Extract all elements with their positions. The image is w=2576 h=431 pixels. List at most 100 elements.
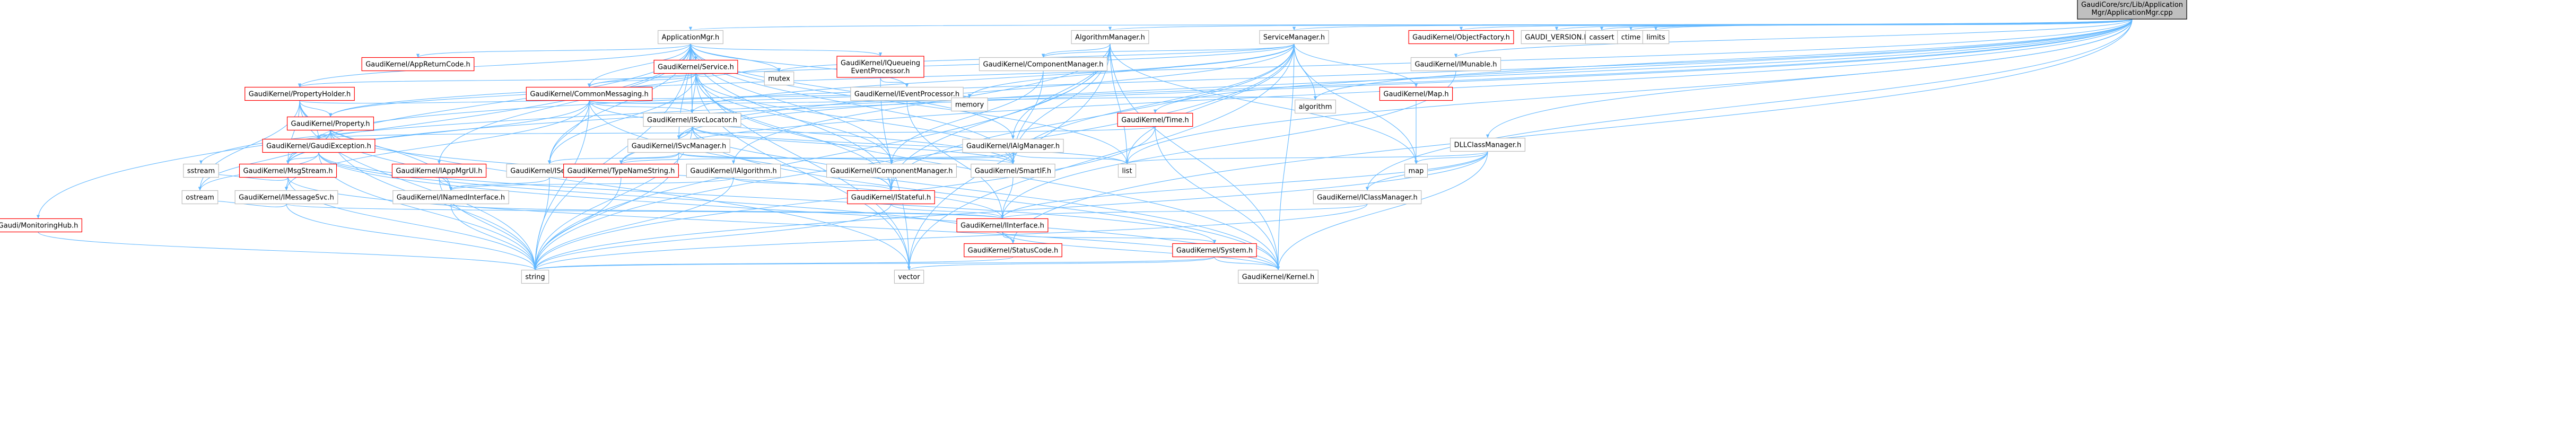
edge-isvclocator-to-kernel bbox=[692, 126, 1280, 270]
edge-dllclassmgr-to-string bbox=[534, 151, 1488, 270]
edge-svcmgr-to-map bbox=[1294, 43, 1418, 164]
edge-root-to-sstream bbox=[199, 19, 2133, 164]
node-property[interactable]: GaudiKernel/Property.h bbox=[286, 116, 374, 131]
edge-typename-to-string bbox=[533, 177, 622, 270]
node-label: map bbox=[1409, 168, 1424, 175]
edge-svcmgr-to-istateful bbox=[889, 43, 1295, 191]
node-iinterface[interactable]: GaudiKernel/IInterface.h bbox=[956, 218, 1049, 233]
edge-service-to-iservice bbox=[547, 73, 696, 164]
edge-ialgorithm-to-istateful bbox=[733, 177, 893, 191]
node-label: Mgr/ApplicationMgr.cpp bbox=[2091, 9, 2172, 17]
edge-monitoring-to-string bbox=[38, 232, 537, 270]
node-appmgr[interactable]: ApplicationMgr.h bbox=[658, 30, 723, 45]
node-label: GaudiKernel/ISvcLocator.h bbox=[647, 117, 737, 125]
node-monitoring[interactable]: Gaudi/MonitoringHub.h bbox=[0, 218, 82, 233]
node-label: DLLClassManager.h bbox=[1454, 142, 1522, 149]
node-commonmsg[interactable]: GaudiKernel/CommonMessaging.h bbox=[526, 86, 653, 101]
edge-dllclassmgr-to-iinterface bbox=[1001, 151, 1488, 219]
node-isvcmanager[interactable]: GaudiKernel/ISvcManager.h bbox=[627, 138, 730, 153]
node-system[interactable]: GaudiKernel/System.h bbox=[1172, 243, 1257, 258]
edge-ialgmanager-to-list bbox=[1012, 152, 1129, 164]
node-label: cassert bbox=[1589, 34, 1614, 42]
edge-inamed-to-string bbox=[450, 204, 537, 270]
node-memory[interactable]: memory bbox=[951, 97, 988, 112]
edge-system-to-vector bbox=[907, 257, 1215, 270]
node-gaudiexc[interactable]: GaudiKernel/GaudiException.h bbox=[262, 138, 376, 153]
edge-statuscode-to-string bbox=[534, 257, 1014, 270]
node-label: GaudiKernel/IQueueing bbox=[841, 59, 920, 67]
node-cassert[interactable]: cassert bbox=[1585, 30, 1619, 45]
edge-appmgr-to-iqueueing bbox=[690, 43, 882, 57]
edge-svcmgr-to-algorithm bbox=[1294, 43, 1317, 100]
node-appreturn[interactable]: GaudiKernel/AppReturnCode.h bbox=[361, 57, 475, 72]
node-label: Gaudi/MonitoringHub.h bbox=[0, 222, 78, 230]
edge-service-to-icompmgr bbox=[695, 73, 894, 164]
node-label: GaudiKernel/Map.h bbox=[1383, 91, 1448, 99]
node-gaudiversion[interactable]: GAUDI_VERSION.h bbox=[1521, 30, 1593, 45]
node-label: AlgorithmManager.h bbox=[1075, 34, 1145, 42]
node-istateful[interactable]: GaudiKernel/IStateful.h bbox=[847, 190, 935, 205]
edge-commonmsg-to-kernel bbox=[589, 100, 1280, 270]
edge-root-to-statuscode bbox=[1011, 19, 2133, 244]
node-ostream[interactable]: ostream bbox=[181, 190, 219, 205]
node-list[interactable]: list bbox=[1117, 163, 1137, 178]
node-label: EventProcessor.h bbox=[851, 67, 910, 75]
node-limits[interactable]: limits bbox=[1642, 30, 1670, 45]
node-propholder[interactable]: GaudiKernel/PropertyHolder.h bbox=[244, 86, 355, 101]
node-ialgmanager[interactable]: GaudiKernel/IAlgManager.h bbox=[962, 138, 1064, 153]
edge-propholder-to-string bbox=[299, 100, 537, 270]
node-msgstream[interactable]: GaudiKernel/MsgStream.h bbox=[239, 163, 337, 178]
node-ctime[interactable]: ctime bbox=[1617, 30, 1645, 45]
node-iclassmgr[interactable]: GaudiKernel/IClassManager.h bbox=[1313, 190, 1422, 205]
node-label: GaudiKernel/IAlgManager.h bbox=[966, 143, 1060, 151]
edge-iinterface-to-kernel bbox=[1002, 232, 1280, 270]
edge-propholder-to-vector bbox=[299, 100, 911, 270]
node-ieventproc[interactable]: GaudiKernel/IEventProcessor.h bbox=[850, 86, 964, 101]
node-typename[interactable]: GaudiKernel/TypeNameString.h bbox=[563, 163, 679, 178]
node-algmgr[interactable]: AlgorithmManager.h bbox=[1071, 30, 1149, 45]
node-inamed[interactable]: GaudiKernel/INamedInterface.h bbox=[392, 190, 509, 205]
node-ialgorithm[interactable]: GaudiKernel/IAlgorithm.h bbox=[686, 163, 781, 178]
node-smartif[interactable]: GaudiKernel/SmartIF.h bbox=[971, 163, 1055, 178]
node-kernel[interactable]: GaudiKernel/Kernel.h bbox=[1238, 269, 1318, 284]
node-label: GaudiKernel/StatusCode.h bbox=[968, 247, 1058, 255]
node-statuscode[interactable]: GaudiKernel/StatusCode.h bbox=[964, 243, 1062, 258]
edge-service-to-propholder bbox=[298, 73, 696, 87]
edge-algmgr-to-map bbox=[1110, 43, 1418, 164]
edge-service-to-property bbox=[329, 73, 696, 117]
node-algorithm[interactable]: algorithm bbox=[1295, 99, 1336, 114]
node-objfactory[interactable]: GaudiKernel/ObjectFactory.h bbox=[1408, 30, 1514, 45]
node-string[interactable]: string bbox=[521, 269, 549, 284]
edge-messagesvc-to-string bbox=[286, 204, 537, 270]
node-icompmgr[interactable]: GaudiKernel/IComponentManager.h bbox=[826, 163, 957, 178]
edge-compmgr-to-icompmgr bbox=[889, 71, 1044, 164]
edge-iservice-to-string bbox=[533, 177, 550, 270]
node-service[interactable]: GaudiKernel/Service.h bbox=[653, 59, 738, 74]
node-compmgr[interactable]: GaudiKernel/ComponentManager.h bbox=[979, 57, 1108, 72]
edge-appmgr-to-appreturn bbox=[416, 43, 691, 58]
node-map[interactable]: map bbox=[1404, 163, 1428, 178]
edge-appmgr-to-string bbox=[533, 43, 691, 270]
node-label: GaudiKernel/IEventProcessor.h bbox=[854, 91, 959, 99]
node-dllclassmgr[interactable]: DLLClassManager.h bbox=[1449, 137, 1526, 152]
node-sstream[interactable]: sstream bbox=[183, 163, 219, 178]
node-mutex[interactable]: mutex bbox=[764, 71, 794, 86]
node-imunable[interactable]: GaudiKernel/IMunable.h bbox=[1410, 57, 1501, 72]
node-vector[interactable]: vector bbox=[894, 269, 924, 284]
edge-service-to-isvclocator bbox=[690, 73, 696, 113]
node-imap[interactable]: GaudiKernel/Map.h bbox=[1379, 86, 1453, 101]
node-isvclocator[interactable]: GaudiKernel/ISvcLocator.h bbox=[643, 112, 741, 127]
edge-time-to-kernel bbox=[1155, 126, 1280, 270]
node-time[interactable]: GaudiKernel/Time.h bbox=[1117, 112, 1193, 127]
node-messagesvc[interactable]: GaudiKernel/IMessageSvc.h bbox=[234, 190, 338, 205]
edge-root-to-time bbox=[1154, 19, 2133, 113]
edge-svcmgr-to-list bbox=[1125, 43, 1295, 164]
edge-isvclocator-to-list bbox=[692, 126, 1129, 164]
node-label: GaudiKernel/AppReturnCode.h bbox=[365, 61, 470, 69]
node-label: GaudiKernel/IInterface.h bbox=[960, 222, 1044, 230]
node-label: GaudiKernel/Service.h bbox=[658, 64, 734, 72]
node-label: GaudiKernel/CommonMessaging.h bbox=[530, 91, 648, 99]
node-iappmgrui[interactable]: GaudiKernel/IAppMgrUI.h bbox=[391, 163, 487, 178]
node-svcmgr[interactable]: ServiceManager.h bbox=[1259, 30, 1329, 45]
